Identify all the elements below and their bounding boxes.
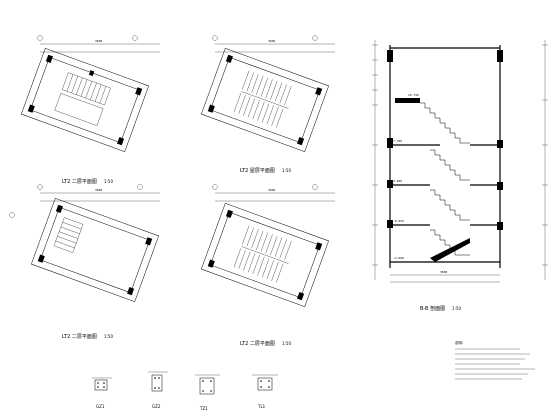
column-section bbox=[497, 50, 503, 62]
stair-slab bbox=[430, 238, 470, 262]
detail-gz1: GZ1 bbox=[92, 377, 112, 409]
plan-2: 3600 LT2 屋层平面图 1: bbox=[201, 35, 335, 174]
column-section bbox=[387, 50, 393, 62]
general-notes: 说明： bbox=[455, 340, 535, 380]
dim-total: 3600 bbox=[95, 39, 102, 43]
plan-scale: 1:50 bbox=[104, 334, 113, 339]
column-section bbox=[497, 222, 503, 230]
column-section bbox=[387, 220, 393, 228]
plan-title: LT2 二层平面图 bbox=[62, 334, 97, 340]
column bbox=[297, 137, 305, 146]
plan-4: 3600 LT2 二层平面图 1: bbox=[201, 184, 335, 347]
elevation-label: -0.050 bbox=[393, 219, 404, 223]
stair-plan-frame bbox=[201, 202, 329, 308]
stair-treads bbox=[233, 225, 292, 283]
axis-bubble bbox=[312, 184, 318, 190]
column bbox=[145, 237, 153, 246]
axis-bubble bbox=[37, 35, 43, 41]
detail-label: TZ1 bbox=[199, 406, 208, 411]
axis-bubble bbox=[212, 35, 218, 41]
column bbox=[315, 87, 323, 96]
elevation-label: 7.700 bbox=[393, 139, 402, 143]
column bbox=[207, 259, 215, 268]
stair-plan-frame bbox=[21, 47, 149, 153]
stair-treads bbox=[233, 70, 292, 128]
column bbox=[297, 292, 305, 301]
column bbox=[207, 104, 215, 113]
detail-gz2: GZ2 bbox=[148, 371, 168, 409]
section-view: 10.750 7.700 4.400 -0.050 -4.600 3600 B-… bbox=[372, 40, 548, 312]
elevation-label: 10.750 bbox=[408, 93, 419, 97]
stair-flight bbox=[430, 189, 470, 221]
column-section bbox=[387, 180, 393, 188]
axis-bubble bbox=[137, 184, 143, 190]
column bbox=[315, 242, 323, 251]
plan-title: LT2 二层平面图 bbox=[62, 179, 97, 185]
dim-total: 3600 bbox=[268, 39, 275, 43]
axis-bubble bbox=[132, 35, 138, 41]
axis-bubble bbox=[37, 184, 43, 190]
column bbox=[27, 104, 35, 113]
plan-scale: 1:50 bbox=[282, 341, 291, 346]
elevation-label: 4.400 bbox=[393, 179, 402, 183]
plan-3: 3600 LT2 二层平面图 1:50 bbox=[9, 184, 160, 340]
plan-scale: 1:50 bbox=[104, 179, 113, 184]
detail-tz1: TZ1 bbox=[195, 374, 220, 411]
column-section bbox=[387, 138, 393, 148]
detail-label: GZ2 bbox=[152, 404, 161, 409]
stair-treads bbox=[53, 217, 84, 253]
stair-plan-frame bbox=[201, 47, 329, 153]
landing-slab bbox=[395, 98, 420, 103]
dim-total: 3600 bbox=[440, 270, 447, 274]
column bbox=[117, 137, 125, 146]
column-section bbox=[497, 182, 503, 190]
column bbox=[37, 254, 45, 263]
axis-bubble bbox=[9, 212, 15, 218]
elevation-label: -4.600 bbox=[393, 256, 404, 260]
stair-flight bbox=[430, 149, 470, 181]
section-scale: 1:50 bbox=[452, 306, 461, 311]
column bbox=[88, 70, 95, 77]
column bbox=[135, 87, 143, 96]
stair-treads bbox=[54, 72, 111, 126]
plan-title: LT2 二层平面图 bbox=[240, 341, 275, 347]
axis-bubble bbox=[212, 184, 218, 190]
column bbox=[55, 204, 63, 213]
column bbox=[45, 54, 53, 63]
axis-bubble bbox=[312, 35, 318, 41]
column bbox=[225, 54, 233, 63]
column bbox=[127, 287, 135, 296]
detail-label: GZ1 bbox=[96, 404, 105, 409]
plan-title: LT2 屋层平面图 bbox=[240, 168, 275, 174]
detail-tl1: TL1 bbox=[252, 374, 278, 409]
dim-total: 3600 bbox=[95, 188, 102, 192]
notes-title: 说明： bbox=[455, 340, 466, 345]
stair-flight bbox=[420, 102, 470, 144]
column bbox=[225, 209, 233, 218]
dim-total: 3600 bbox=[268, 188, 275, 192]
plan-1: 3600 LT2 二层平面图 1:50 bbox=[21, 35, 160, 185]
detail-label: TL1 bbox=[257, 404, 266, 409]
column-section bbox=[497, 140, 503, 148]
section-title: B-B 剖面图 bbox=[420, 305, 445, 312]
stair-plan-frame bbox=[31, 197, 159, 303]
plan-scale: 1:50 bbox=[282, 168, 291, 173]
